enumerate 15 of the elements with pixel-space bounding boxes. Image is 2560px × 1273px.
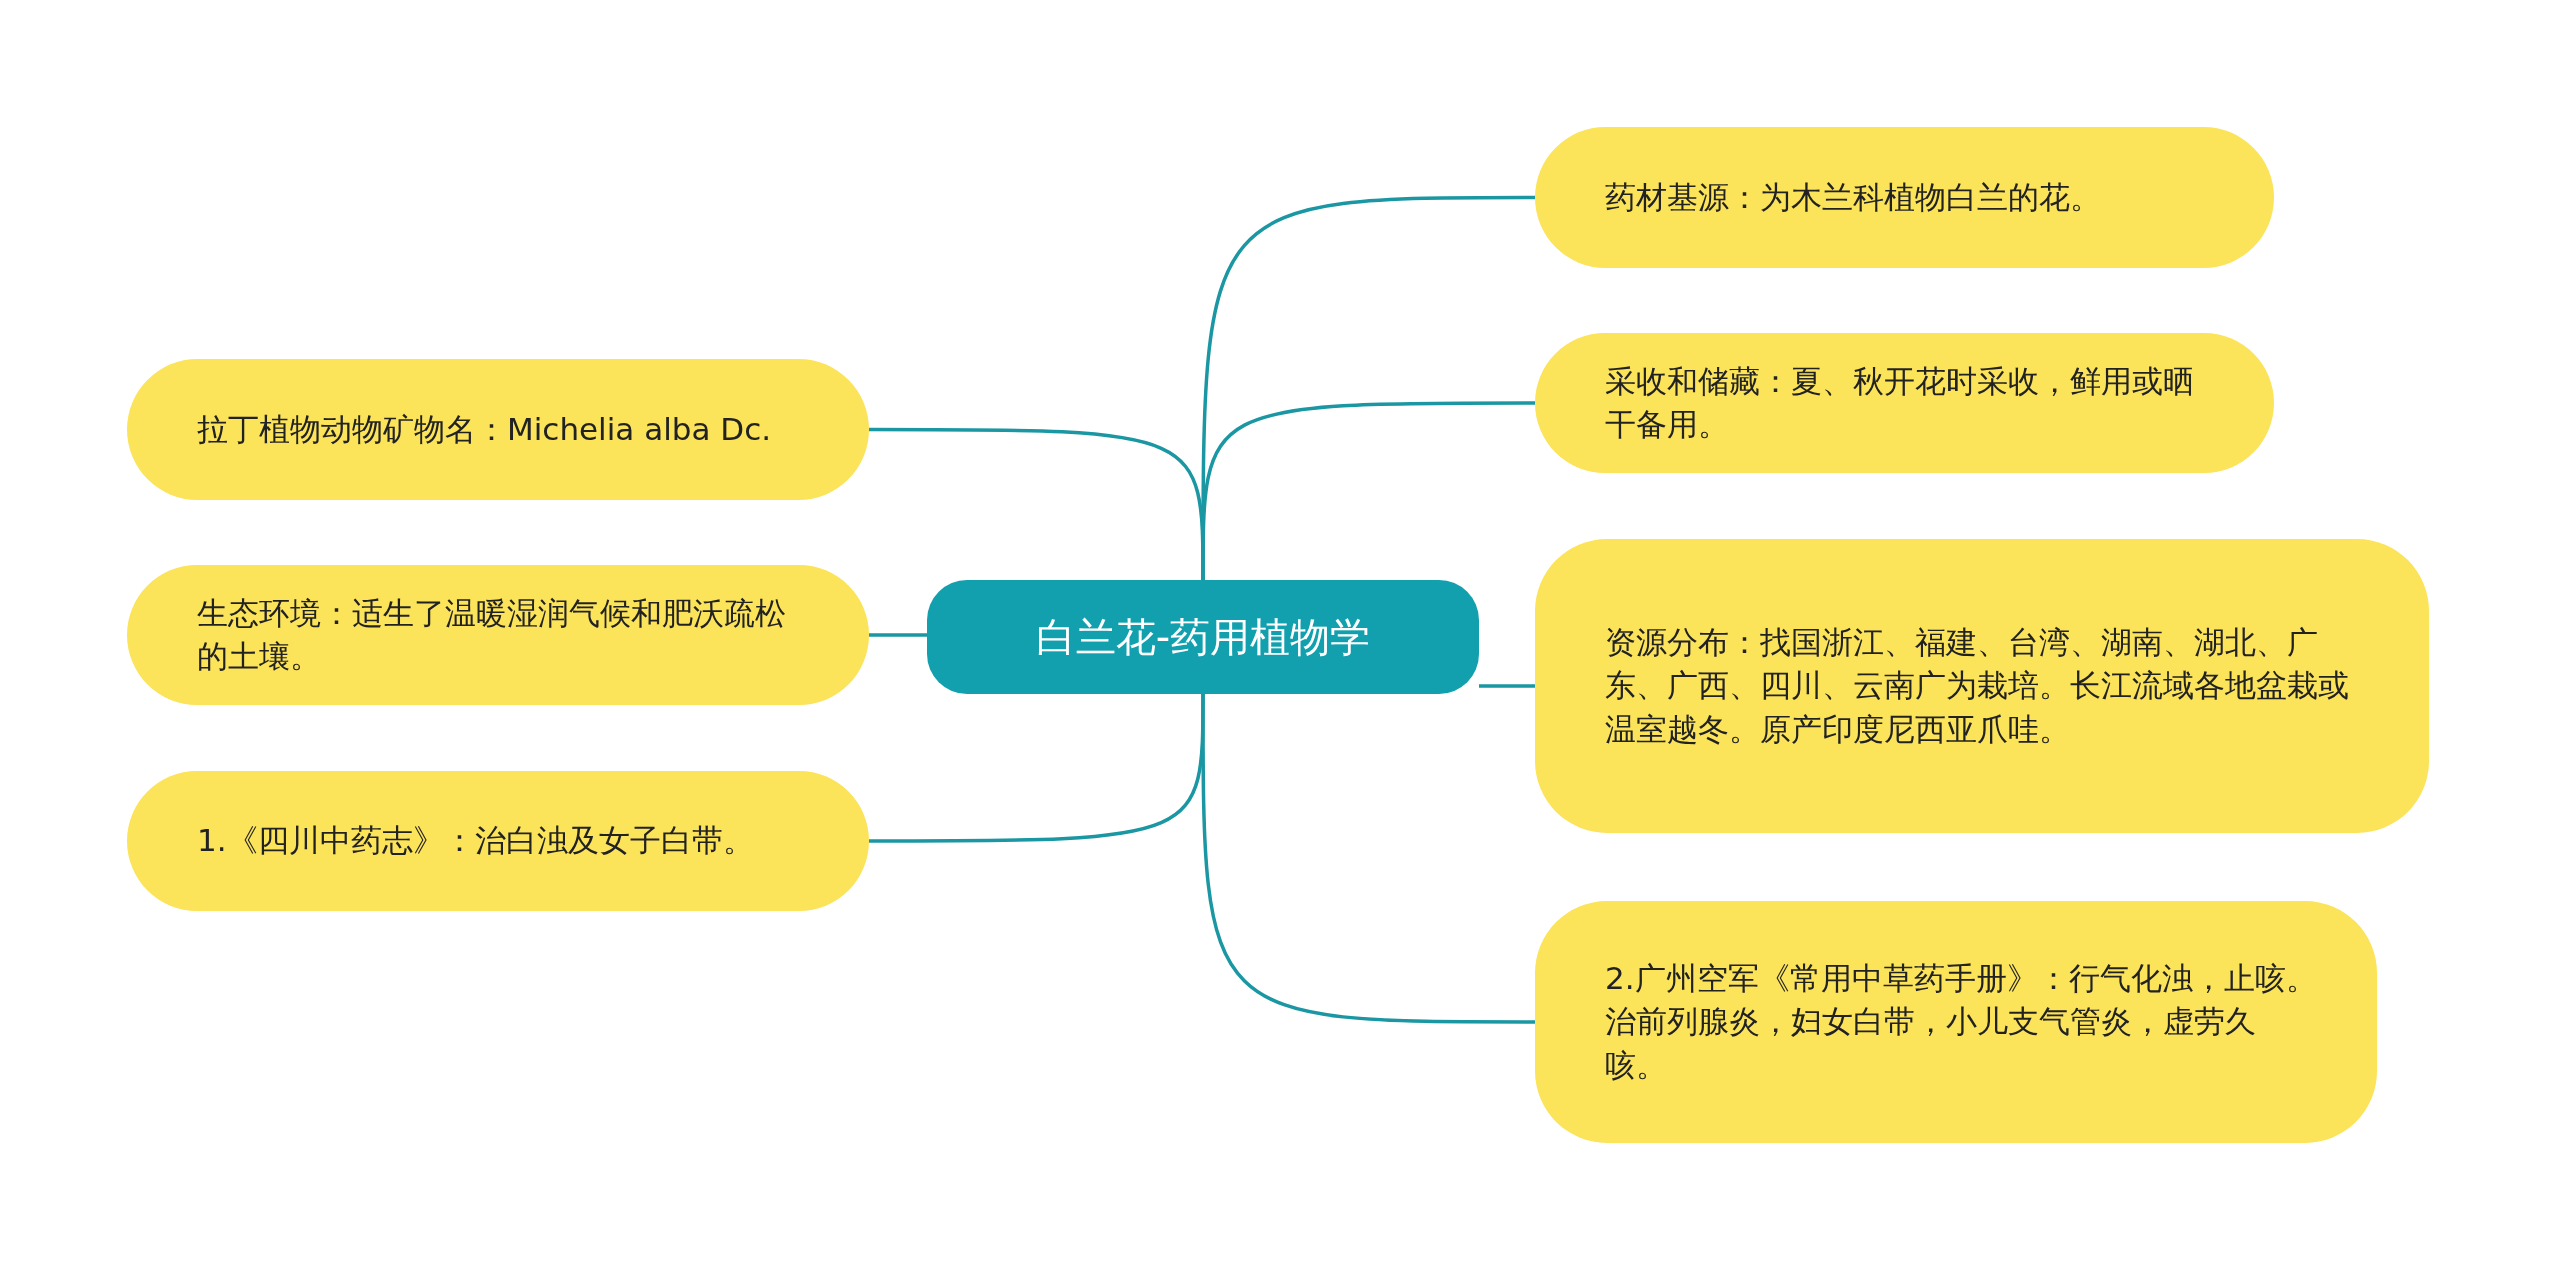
central-topic [927, 580, 1479, 694]
topic-text: 拉丁植物动物矿物名：Michelia alba Dc. [197, 409, 772, 449]
connector-line [1479, 684, 1535, 688]
topic-text: 2.广州空军《常用中草药手册》：行气化浊，止咳。治前列腺炎，妇女白带，小儿支气管炎，虚劳久咳。 [1605, 958, 2317, 1085]
topic-text: 生态环境：适生了温暖湿润气候和肥沃疏松的土壤。 [197, 593, 787, 676]
topic-text: 采收和储藏：夏、秋开花时采收，鲜用或晒干备用。 [1605, 361, 2195, 444]
topic-bubble [1535, 539, 2429, 833]
topic-text: 药材基源：为木兰科植物白兰的花。 [1605, 177, 2101, 217]
connector-line [1201, 694, 1535, 1024]
topic-bubble [1535, 901, 2377, 1143]
connector-line [869, 633, 927, 637]
connector-line [1201, 401, 1535, 580]
topic-text: 白兰花-药用植物学 [1035, 613, 1371, 662]
topic-text: 资源分布：找国浙江、福建、台湾、湖南、湖北、广东、广西、四川、云南广为栽培。长江流域各地盆栽或温室越冬。原产印度尼西亚爪哇。 [1605, 622, 2350, 749]
topic-text: 1.《四川中药志》：治白浊及女子白带。 [197, 821, 754, 861]
